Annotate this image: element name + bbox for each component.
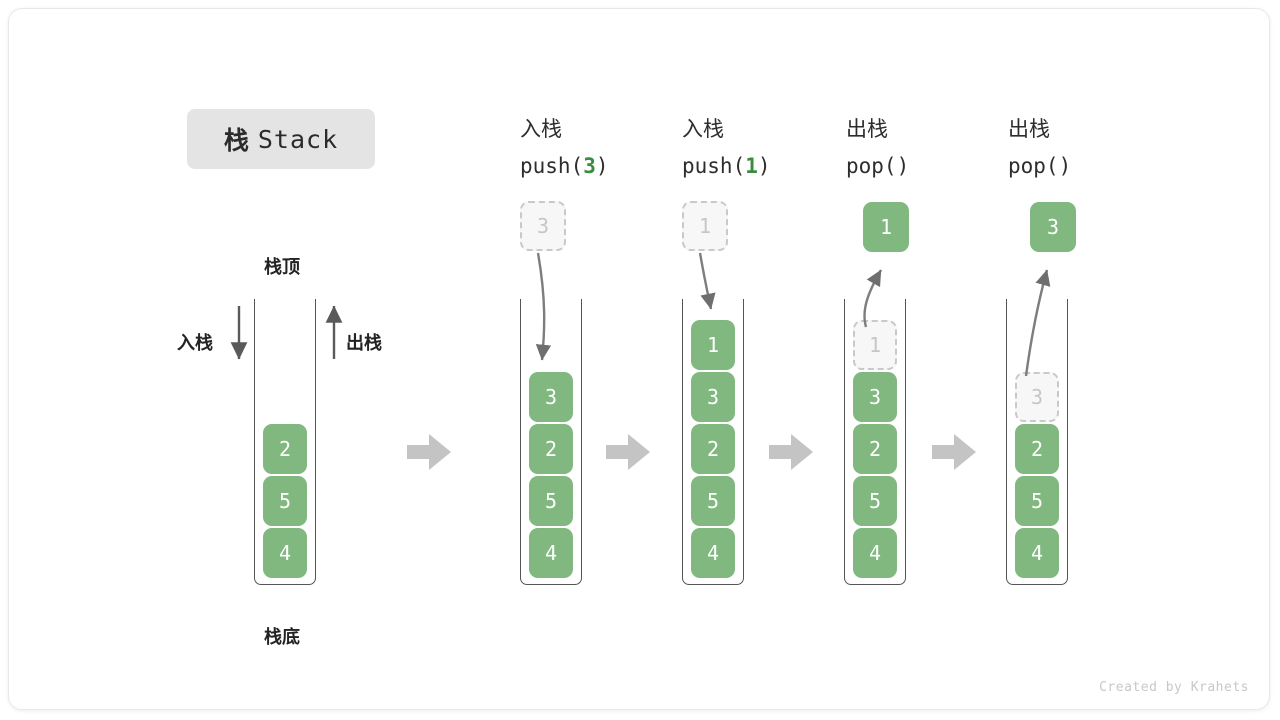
floating-cell-push-1: 1 [682, 201, 728, 251]
stack-column-push-3: 3 2 5 4 [520, 299, 582, 585]
transition-arrow-icon [407, 434, 451, 470]
column-header-push-3: 入栈 push(3) [520, 112, 609, 184]
cell-value: 2 [1030, 437, 1044, 461]
watermark: Created by Krahets [1099, 680, 1249, 695]
floating-cell-push-3: 3 [520, 201, 566, 251]
cell-value: 2 [544, 437, 558, 461]
stack-cell: 3 [853, 372, 897, 422]
stack-cell: 1 [691, 320, 735, 370]
stack-cell: 2 [263, 424, 307, 474]
column-header-pop-2: 出栈 pop() [1008, 112, 1071, 184]
cell-value: 5 [1030, 489, 1044, 513]
diagram-title-en: Stack [257, 124, 339, 154]
diagram-canvas: 栈 Stack 栈顶 栈底 入栈 出栈 入栈 push(3) 入栈 push(1… [9, 9, 1269, 709]
stack-cell: 1 [853, 320, 897, 370]
stack-column-push-1: 1 3 2 5 4 [682, 299, 744, 585]
cell-value: 5 [868, 489, 882, 513]
code-prefix: pop( [1008, 154, 1059, 178]
cell-value: 3 [706, 385, 720, 409]
cell-value: 5 [706, 489, 720, 513]
stack-column-initial: 2 5 4 [254, 299, 316, 585]
stack-cell: 4 [853, 528, 897, 578]
stack-cell: 2 [529, 424, 573, 474]
cell-value: 5 [544, 489, 558, 513]
cell-value: 2 [278, 437, 292, 461]
diagram-title-cn: 栈 [223, 127, 250, 155]
floating-cell-pop-2: 3 [1030, 202, 1076, 252]
cell-value: 4 [1030, 541, 1044, 565]
column-header-cn: 入栈 [682, 118, 724, 141]
column-header-code: pop() [1008, 148, 1071, 184]
cell-value: 1 [879, 215, 893, 239]
column-header-pop-1: 出栈 pop() [846, 112, 909, 184]
stack-cell: 3 [691, 372, 735, 422]
stack-column-pop-2: 3 2 5 4 [1006, 299, 1068, 585]
stack-cells: 1 3 2 5 4 [845, 320, 905, 580]
cell-value: 1 [698, 214, 712, 238]
cell-value: 3 [868, 385, 882, 409]
stack-cell: 4 [263, 528, 307, 578]
stack-cell: 5 [691, 476, 735, 526]
cell-value: 3 [1030, 385, 1044, 409]
column-header-cn: 出栈 [846, 118, 888, 141]
cell-value: 3 [1046, 215, 1060, 239]
transition-arrow-icon [769, 434, 813, 470]
column-header-code: push(1) [682, 148, 771, 184]
stack-cell: 5 [853, 476, 897, 526]
stack-cell: 3 [529, 372, 573, 422]
code-prefix: push( [682, 154, 746, 178]
cell-value: 3 [544, 385, 558, 409]
stack-top-label: 栈顶 [264, 257, 300, 277]
stack-cells: 1 3 2 5 4 [683, 320, 743, 580]
stack-bottom-label: 栈底 [264, 627, 300, 647]
stack-cells: 3 2 5 4 [1007, 372, 1067, 580]
code-value: 1 [745, 154, 758, 178]
stack-cell: 2 [691, 424, 735, 474]
code-suffix: ) [1058, 154, 1072, 178]
stack-cell: 5 [1015, 476, 1059, 526]
column-header-push-1: 入栈 push(1) [682, 112, 771, 184]
diagram-frame: 栈 Stack 栈顶 栈底 入栈 出栈 入栈 push(3) 入栈 push(1… [8, 8, 1270, 710]
code-suffix: ) [896, 154, 910, 178]
stack-cell: 2 [1015, 424, 1059, 474]
transition-arrow-icon [606, 434, 650, 470]
column-header-code: push(3) [520, 148, 609, 184]
cell-value: 3 [536, 214, 550, 238]
code-prefix: push( [520, 154, 584, 178]
stack-column-pop-1: 1 3 2 5 4 [844, 299, 906, 585]
cell-value: 4 [868, 541, 882, 565]
stack-cell: 2 [853, 424, 897, 474]
cell-value: 5 [278, 489, 292, 513]
code-suffix: ) [595, 154, 609, 178]
column-header-cn: 出栈 [1008, 118, 1050, 141]
cell-value: 2 [706, 437, 720, 461]
pop-side-label: 出栈 [346, 333, 382, 353]
stack-cells: 2 5 4 [255, 424, 315, 580]
cell-value: 2 [868, 437, 882, 461]
stack-cell: 5 [263, 476, 307, 526]
cell-value: 4 [278, 541, 292, 565]
column-header-code: pop() [846, 148, 909, 184]
stack-cell: 4 [691, 528, 735, 578]
code-suffix: ) [757, 154, 771, 178]
diagram-title-badge: 栈 Stack [187, 109, 375, 169]
stack-cell: 4 [1015, 528, 1059, 578]
transition-arrow-icon [932, 434, 976, 470]
cell-value: 4 [544, 541, 558, 565]
cell-value: 4 [706, 541, 720, 565]
push-side-label: 入栈 [177, 333, 213, 353]
floating-cell-pop-1: 1 [863, 202, 909, 252]
stack-cell: 3 [1015, 372, 1059, 422]
cell-value: 1 [868, 333, 882, 357]
cell-value: 1 [706, 333, 720, 357]
stack-cell: 4 [529, 528, 573, 578]
stack-cells: 3 2 5 4 [521, 372, 581, 580]
column-header-cn: 入栈 [520, 118, 562, 141]
code-value: 3 [583, 154, 596, 178]
stack-cell: 5 [529, 476, 573, 526]
code-prefix: pop( [846, 154, 897, 178]
